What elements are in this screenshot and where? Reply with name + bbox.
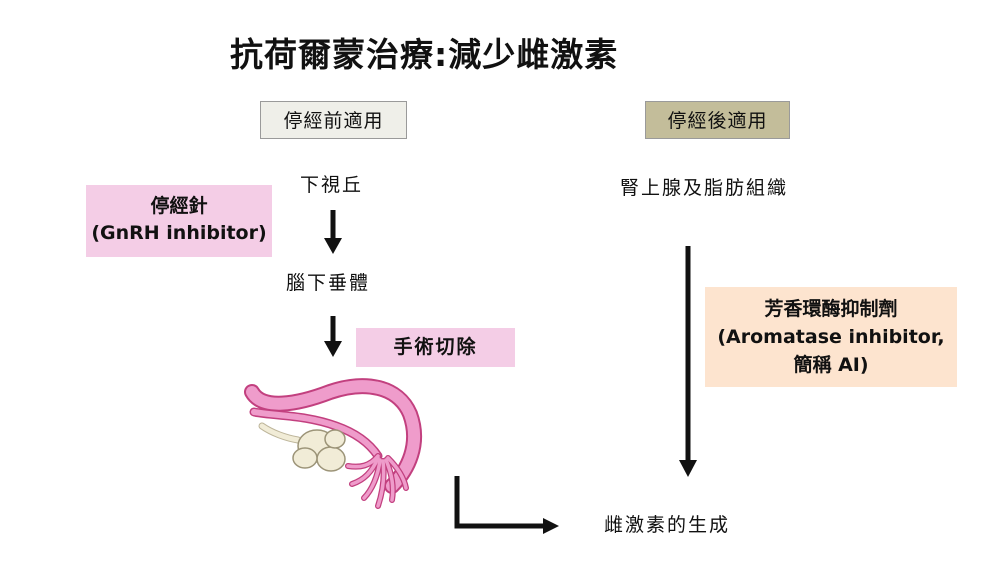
page-title: 抗荷爾蒙治療:減少雌激素 [230,35,619,74]
estrogen-production-label: 雌激素的生成 [604,514,731,536]
ovary [292,429,346,472]
ai-box-line3: 簡稱 AI) [793,354,869,376]
fallopian-tube [251,409,381,459]
arrow-adrenal-to-estrogen [679,246,697,477]
arrow-ovary-to-estrogen [454,476,559,534]
ai-box-line1: 芳香環酶抑制劑 [764,298,898,320]
gnrh-inhibitor-box: 停經針 (GnRH inhibitor) [86,185,272,257]
gnrh-box-line1: 停經針 [150,195,208,217]
ai-box-line2: (Aromatase inhibitor, [717,326,945,348]
ovarian-ligament [259,423,301,443]
postmenopausal-header: 停經後適用 [645,101,790,139]
arrow-pituitary-to-ovary [324,316,342,357]
surgery-box: 手術切除 [356,328,515,367]
uterine-wall [246,380,420,492]
pituitary-label: 腦下垂體 [286,272,371,294]
premenopausal-header: 停經前適用 [260,101,407,139]
gnrh-box-line2: (GnRH inhibitor) [91,222,267,244]
aromatase-inhibitor-box: 芳香環酶抑制劑 (Aromatase inhibitor, 簡稱 AI) [705,287,957,387]
hypothalamus-label: 下視丘 [300,174,364,196]
ovary-uterus-illustration [244,378,422,509]
fimbriae-fill [346,454,408,508]
arrow-hypothalamus-to-pituitary [324,210,342,254]
adrenal-fat-label: 腎上腺及脂肪組織 [620,177,789,199]
